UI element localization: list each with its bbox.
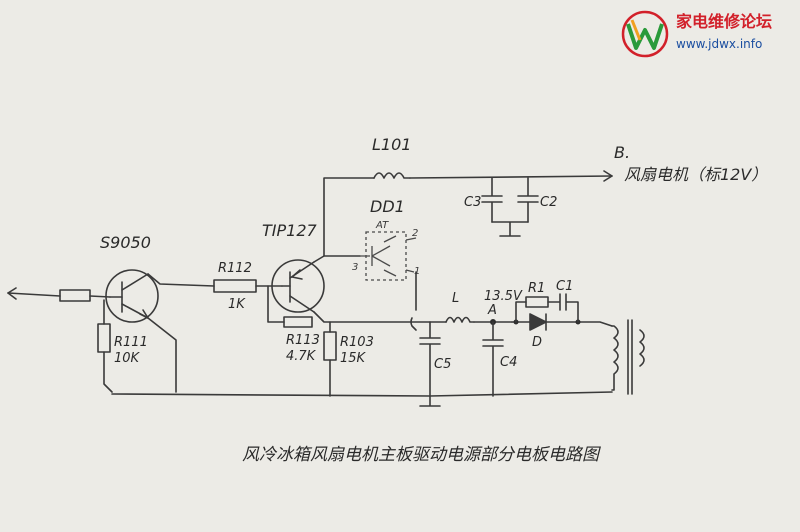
label-c1: C1 (556, 279, 573, 294)
label-dd1-pin1: 1 (414, 266, 420, 277)
label-l: L (452, 291, 459, 306)
input-arrow-icon (7, 287, 17, 300)
label-r111-value: 10K (114, 351, 141, 366)
transistor-q1 (105, 269, 159, 323)
component-dd1 (360, 231, 417, 281)
label-voltage: 13.5V (484, 289, 523, 304)
label-l101: L101 (372, 135, 411, 154)
resistor-input (59, 289, 91, 302)
label-r112: R112 (218, 261, 252, 276)
ground-rail (111, 391, 613, 397)
label-q1: S9050 (100, 233, 151, 252)
label-node-a: A (487, 303, 497, 318)
logo-w-mark (626, 23, 664, 50)
watermark-logo (621, 10, 669, 58)
watermark-url: www.jdwx.info (676, 37, 762, 51)
label-dd1-pin3: 3 (352, 262, 358, 273)
label-r113: R113 (286, 333, 320, 348)
label-c4: C4 (500, 355, 517, 370)
label-dd1-sub: AT (375, 220, 389, 231)
wire-q2-top-rail (313, 177, 375, 263)
watermark-site-name: 家电维修论坛 (676, 12, 772, 31)
wire-q1-r112 (147, 273, 215, 287)
label-c5: C5 (434, 357, 451, 372)
label-c2: C2 (540, 195, 557, 210)
ground-symbol (419, 395, 441, 407)
wire-q1-emitter (147, 317, 177, 393)
wire-q2-collector (313, 311, 431, 323)
diode-d (511, 313, 613, 331)
label-q2: TIP127 (262, 221, 318, 240)
label-r112-value: 1K (228, 297, 246, 312)
label-r103: R103 (340, 335, 374, 350)
output-arrow-icon (603, 170, 613, 182)
resistor-r111 (97, 323, 111, 353)
wire-r111-bottom (103, 351, 113, 393)
label-out-b: B. (614, 143, 630, 162)
wire-top-rail-out (409, 175, 613, 179)
label-dd1: DD1 (370, 197, 405, 216)
transistor-q2 (271, 259, 325, 313)
transformer (611, 319, 645, 395)
capacitor-c4 (482, 321, 504, 397)
label-dd1-pin2: 2 (412, 228, 418, 239)
label-out-motor: 风扇电机（标12V） (624, 165, 767, 184)
inductor-l101 (373, 172, 411, 179)
wire-r1-left (515, 301, 527, 323)
capacitor-c5 (419, 321, 441, 397)
inductor-l (445, 316, 475, 323)
capacitors-c3-c2 (481, 177, 539, 237)
label-d: D (532, 335, 542, 350)
resistor-r1 (525, 296, 549, 308)
label-r1: R1 (528, 281, 545, 296)
resistor-r112 (213, 279, 257, 293)
label-r113-value: 4.7K (286, 349, 317, 364)
input-line (7, 287, 111, 302)
wire-q2-r113 (267, 285, 285, 323)
wire-crossover (410, 317, 417, 331)
label-r103-value: 15K (340, 351, 367, 366)
label-c3: C3 (464, 195, 481, 210)
logo-accent (630, 19, 642, 41)
resistor-r113 (283, 316, 313, 328)
capacitor-c1 (547, 293, 579, 323)
logo-ring (621, 10, 669, 58)
diagram-caption: 风冷冰箱风扇电机主板驱动电源部分电板电路图 (242, 445, 601, 465)
resistor-r103 (323, 331, 337, 361)
label-r111: R111 (114, 335, 148, 350)
